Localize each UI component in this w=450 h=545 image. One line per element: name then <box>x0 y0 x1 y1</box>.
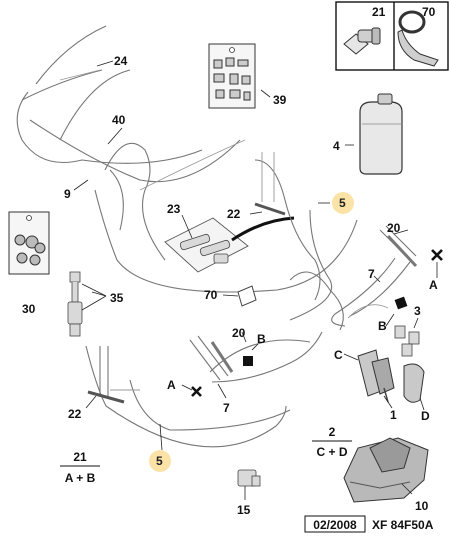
callout-a-left: A <box>167 378 176 392</box>
callout-70-main: 70 <box>204 288 218 302</box>
callout-24: 24 <box>114 54 128 68</box>
callout-21: 21 <box>372 5 386 19</box>
callout-c: C <box>334 348 343 362</box>
bracket-22-upper <box>254 202 286 216</box>
callout-b-left: B <box>257 332 266 346</box>
fraction-21-ab: 21 A + B <box>60 450 100 485</box>
callout-30: 30 <box>22 302 36 316</box>
marker-a-cross-left <box>191 386 202 397</box>
footer-ref: XF 84F50A <box>372 518 434 532</box>
connector-set-23 <box>164 216 295 273</box>
clip-70 <box>237 285 257 307</box>
callout-39: 39 <box>273 93 287 107</box>
marker-a-cross-right <box>431 249 443 261</box>
hose-clamp-70-icon <box>397 10 439 67</box>
marker-b-square-left <box>243 356 253 366</box>
flange-clip-21-icon <box>343 27 381 55</box>
clip-kit-39-card <box>208 43 256 109</box>
pump-1-assembly <box>357 349 425 403</box>
bracket-22-lower <box>87 390 125 404</box>
callout-22-upper: 22 <box>227 207 241 221</box>
fraction-21-denominator: A + B <box>65 471 96 485</box>
clip-kit-30-card <box>8 211 50 275</box>
callout-23: 23 <box>167 202 181 216</box>
callout-7-left: 7 <box>223 401 230 415</box>
washer-hose-harness <box>16 25 358 331</box>
callout-a-right: A <box>429 278 438 292</box>
callout-d: D <box>421 409 430 423</box>
callout-5-upper: 5 <box>339 196 346 210</box>
callout-40: 40 <box>112 113 126 127</box>
callout-9: 9 <box>64 187 71 201</box>
leader-lines <box>73 60 438 500</box>
callout-b-right: B <box>378 319 387 333</box>
inset-box-21-70 <box>335 1 449 71</box>
callout-22-lower: 22 <box>68 407 82 421</box>
connector-3 <box>394 325 420 357</box>
marker-b-square-right <box>394 296 408 310</box>
footer: 02/2008 XF 84F50A <box>304 515 434 533</box>
callout-4: 4 <box>333 139 340 153</box>
callout-labels: 21 70 24 39 40 4 9 5 23 22 20 7 A 70 35 … <box>22 5 438 517</box>
fraction-21-numerator: 21 <box>73 450 87 464</box>
highlight-5-lower <box>149 450 171 472</box>
callout-20-left: 20 <box>232 326 246 340</box>
callout-20-right: 20 <box>387 221 401 235</box>
bracket-20-right <box>386 234 418 268</box>
callout-1: 1 <box>390 408 397 422</box>
reservoir-10 <box>343 437 429 503</box>
lower-harness <box>85 331 323 448</box>
fraction-2-cd: 2 C + D <box>312 425 352 459</box>
callout-10: 10 <box>415 499 429 513</box>
nozzle-35 <box>67 271 83 337</box>
callout-7-right: 7 <box>368 267 375 281</box>
fraction-2-numerator: 2 <box>329 425 336 439</box>
callout-15: 15 <box>237 503 251 517</box>
callout-70-inset: 70 <box>422 5 436 19</box>
fluid-can-4 <box>359 93 403 175</box>
bracket-20-left <box>210 341 234 373</box>
connector-15 <box>237 469 261 487</box>
callout-3: 3 <box>414 304 421 318</box>
footer-date: 02/2008 <box>313 518 357 532</box>
fraction-2-denominator: C + D <box>316 445 347 459</box>
highlight-5-upper <box>332 192 354 214</box>
callout-5-lower: 5 <box>156 454 163 468</box>
callout-35: 35 <box>110 291 124 305</box>
